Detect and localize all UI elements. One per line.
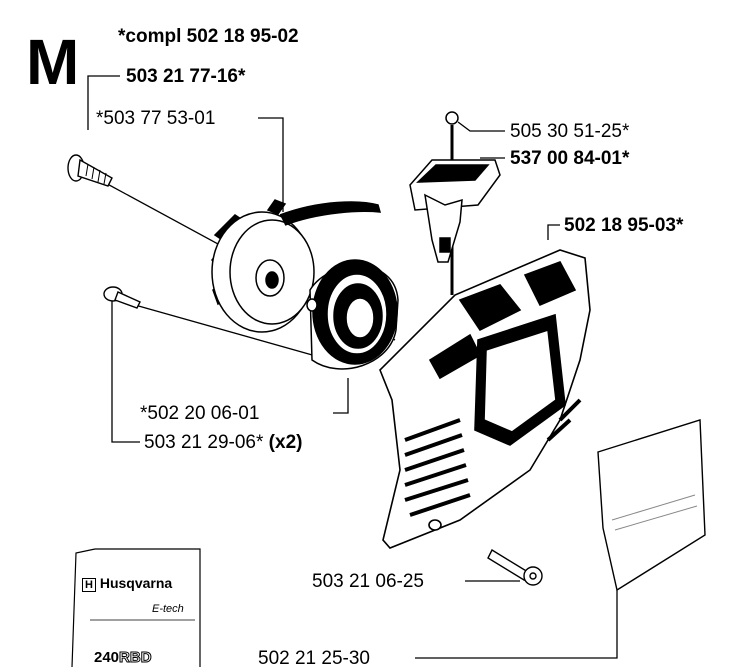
label-pulley: *503 77 53-01: [96, 108, 216, 129]
handle-icon: [409, 111, 501, 295]
leader-spring: [333, 378, 349, 414]
leader-screw-kit-line: [87, 75, 120, 130]
logo-model-number: 240: [94, 649, 120, 666]
label-spring: *502 20 06-01: [140, 403, 260, 424]
decal-sheet-icon: [597, 419, 706, 592]
label-screw-x2-number: 503 21 29-06*: [144, 432, 264, 453]
leader-screw-kit: [88, 75, 120, 610]
label-screw-kit: 503 21 77-16*: [126, 66, 246, 87]
label-cover-screw: 503 21 06-25: [312, 571, 424, 592]
logo-brand: H Husqvarna: [82, 575, 173, 592]
cover-icon: [379, 249, 591, 549]
leader-pulley: [258, 117, 284, 212]
cover-screw-icon: [487, 549, 543, 586]
screw-axis-line: [134, 304, 331, 361]
logo-panel: [71, 548, 201, 667]
leader-decal: [415, 590, 618, 659]
leader-cover: [547, 224, 560, 240]
label-screw-x2-qty: (x2): [268, 432, 303, 453]
crown-icon: H: [82, 578, 96, 592]
label-cover: 502 18 95-03*: [564, 215, 684, 236]
logo-model: 240RBD: [94, 649, 152, 666]
screw-icon: [67, 154, 113, 187]
pulley-icon: [211, 199, 382, 333]
label-handle: 537 00 84-01*: [510, 148, 630, 169]
leader-screw-x2: [111, 300, 140, 443]
assembly-label: *compl 502 18 95-02: [118, 26, 299, 47]
logo-brand-text: Husqvarna: [99, 575, 173, 591]
logo-line: E-tech: [152, 603, 184, 615]
leader-rope: [457, 121, 505, 132]
label-decal: 502 21 25-30: [258, 648, 370, 669]
label-screw-x2: 503 21 29-06* (x2): [144, 433, 302, 452]
small-screw-icon: [103, 286, 141, 309]
section-letter: M: [26, 26, 80, 98]
spring-icon: [306, 259, 399, 370]
label-rope: 505 30 51-25*: [510, 121, 630, 142]
logo-model-suffix: RBD: [119, 649, 152, 666]
